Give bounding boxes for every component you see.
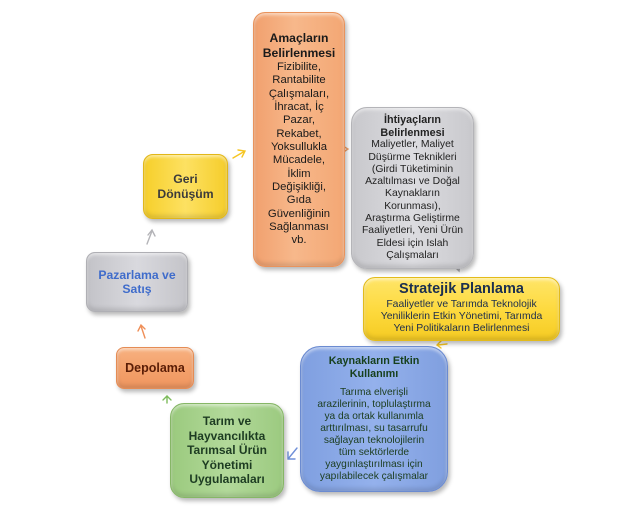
text-line: Gıda bbox=[286, 194, 312, 207]
text-line: Eldesi için Islah bbox=[376, 237, 449, 249]
arrow-marketing-to-recycle bbox=[146, 228, 156, 245]
text-line: İhracat, İç bbox=[274, 101, 324, 114]
text-line: (Girdi Tüketiminin bbox=[371, 163, 454, 175]
node-recycle-title: Geri Dönüşüm bbox=[157, 172, 213, 201]
arrow-recycle-to-goals bbox=[232, 149, 247, 159]
text-line: Yeniliklerin Etkin Yönetimi, Tarımda bbox=[380, 310, 543, 322]
text-line: sağlayan teknolojilerin bbox=[323, 434, 425, 446]
arrow-resources-to-products bbox=[287, 447, 298, 460]
text-line: Tarıma elverişli bbox=[340, 386, 408, 398]
text-line: Faaliyetler ve Tarımda Teknolojik bbox=[386, 298, 537, 310]
text-line: arazilerinin, toplulaştırma bbox=[317, 398, 431, 410]
text-line: Çalışmaları bbox=[386, 249, 439, 261]
text-line: arttırılması, su tasarrufu bbox=[320, 422, 428, 434]
node-needs-body: Maliyetler, Maliyet Düşürme Teknikleri (… bbox=[362, 139, 463, 262]
title-line: Kullanımı bbox=[349, 367, 399, 380]
text-line: Fizibilite, bbox=[277, 61, 321, 74]
node-products-title: Tarım ve Hayvancılıkta Tarımsal Ürün Yön… bbox=[187, 414, 267, 487]
text-line: tüm sektörlerde bbox=[338, 446, 410, 458]
title-line: Yönetimi bbox=[201, 457, 253, 472]
text-line: Korunması), bbox=[384, 200, 441, 212]
node-storage-title: Depolama bbox=[125, 360, 185, 375]
node-products: Tarım ve Hayvancılıkta Tarımsal Ürün Yön… bbox=[170, 403, 284, 498]
text-line: Araştırma Geliştirme bbox=[365, 213, 460, 224]
node-strategy-body: Faaliyetler ve Tarımda Teknolojik Yenili… bbox=[381, 299, 543, 336]
arrow-storage-to-marketing bbox=[137, 323, 146, 339]
title-line: Dönüşüm bbox=[157, 186, 214, 201]
node-recycle: Geri Dönüşüm bbox=[143, 154, 228, 219]
title-line: Hayvancılıkta bbox=[188, 428, 266, 443]
arrow-products-to-storage bbox=[162, 395, 172, 404]
text-line: Güvenliğinin bbox=[267, 207, 331, 220]
text-line: Çalışmaları, bbox=[268, 87, 330, 100]
text-line: Rantabilite bbox=[272, 74, 326, 87]
node-goals-title: Amaçların Belirlenmesi bbox=[262, 31, 336, 60]
node-goals: Amaçların Belirlenmesi Fizibilite, Ranta… bbox=[253, 12, 345, 267]
text-line: Yoksullukla bbox=[270, 141, 328, 154]
title-line: Satış bbox=[122, 282, 152, 296]
text-line: Yeni Politikaların Belirlenmesi bbox=[393, 323, 530, 335]
node-resources: Kaynakların Etkin Kullanımı Tarıma elver… bbox=[300, 346, 448, 492]
node-marketing: Pazarlama ve Satış bbox=[86, 252, 188, 312]
text-line: Azaltılması ve Doğal bbox=[365, 176, 460, 188]
node-goals-body: Fizibilite, Rantabilite Çalışmaları, İhr… bbox=[268, 61, 330, 248]
node-strategy: Stratejik Planlama Faaliyetler ve Tarımd… bbox=[363, 277, 560, 341]
text-line: Sağlanması bbox=[269, 221, 329, 234]
title-line: Belirlenmesi bbox=[380, 126, 445, 139]
title-line: Geri bbox=[173, 172, 198, 187]
text-line: İklim bbox=[287, 167, 311, 180]
text-line: yapılabilecek çalışmalar bbox=[319, 470, 429, 482]
text-line: Kaynakların bbox=[385, 188, 440, 200]
text-line: Faaliyetleri, Yeni Ürün bbox=[361, 225, 464, 237]
text-line: Maliyetler, Maliyet bbox=[371, 139, 454, 151]
title-line: Pazarlama ve bbox=[98, 267, 176, 282]
text-line: Mücadele, bbox=[272, 154, 326, 167]
node-resources-title: Kaynakların Etkin Kullanımı bbox=[329, 355, 420, 380]
node-resources-body: Tarıma elverişli arazilerinin, toplulaşt… bbox=[317, 387, 430, 483]
text-line: Değişikliği, bbox=[271, 181, 326, 194]
text-line: yaygınlaştırılması için bbox=[325, 458, 423, 470]
node-strategy-title: Stratejik Planlama bbox=[399, 280, 524, 297]
node-marketing-title: Pazarlama ve Satış bbox=[98, 268, 175, 297]
title-line: Uygulamaları bbox=[189, 472, 265, 487]
node-storage: Depolama bbox=[116, 347, 194, 389]
text-line: ya da ortak kullanımla bbox=[324, 410, 424, 422]
text-line: Pazar, bbox=[282, 114, 315, 127]
text-line: Rekabet, bbox=[276, 127, 322, 140]
text-line: Düşürme Teknikleri bbox=[368, 151, 457, 163]
node-needs: İhtiyaçların Belirlenmesi Maliyetler, Ma… bbox=[351, 107, 474, 269]
title-line: Kaynakların Etkin bbox=[328, 355, 420, 368]
node-needs-title: İhtiyaçların Belirlenmesi bbox=[380, 114, 444, 139]
title-line: Tarım ve bbox=[202, 413, 252, 428]
text-line: vb. bbox=[291, 234, 307, 247]
title-line: İhtiyaçların bbox=[383, 113, 441, 126]
title-line: Tarımsal Ürün bbox=[187, 443, 267, 458]
arrow-strategy-to-resources bbox=[435, 340, 448, 349]
